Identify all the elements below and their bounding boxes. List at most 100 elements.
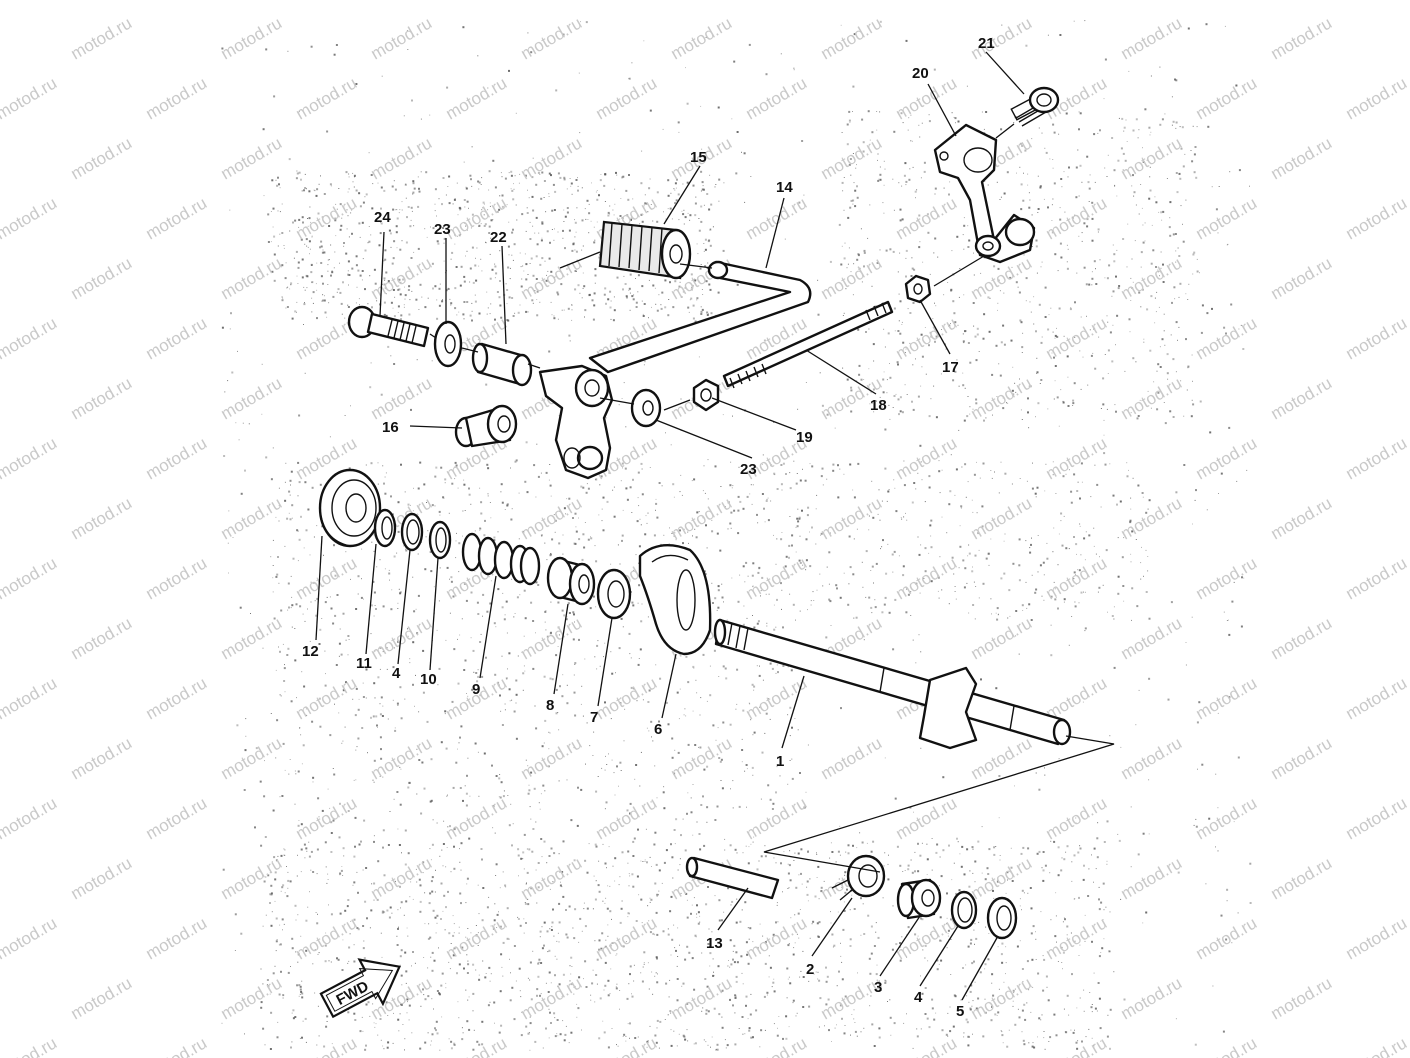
speckle-dot <box>837 911 839 913</box>
speckle-dot <box>365 668 368 671</box>
speckle-dot <box>340 869 343 872</box>
speckle-dot <box>1098 908 1101 911</box>
speckle-dot <box>1034 492 1037 495</box>
speckle-dot <box>466 877 469 880</box>
speckle-dot <box>302 221 304 224</box>
speckle-dot <box>1100 408 1102 409</box>
speckle-dot <box>572 638 575 641</box>
speckle-dot <box>630 657 632 659</box>
speckle-dot <box>627 916 629 918</box>
speckle-dot <box>694 202 697 205</box>
speckle-dot <box>518 538 520 540</box>
speckle-dot <box>487 307 489 309</box>
speckle-dot <box>1117 537 1119 539</box>
speckle-dot <box>585 218 587 220</box>
speckle-dot <box>721 1026 724 1029</box>
speckle-dot <box>950 289 953 292</box>
speckle-dot <box>301 763 303 765</box>
speckle-dot <box>628 287 631 290</box>
speckle-dot <box>712 602 714 604</box>
speckle-dot <box>400 974 403 977</box>
speckle-dot <box>995 687 998 690</box>
speckle-dot <box>279 943 282 946</box>
speckle-dot <box>899 332 902 335</box>
speckle-dot <box>324 311 327 314</box>
speckle-dot <box>768 976 770 978</box>
speckle-dot <box>553 852 556 855</box>
speckle-dot <box>751 683 754 686</box>
speckle-dot <box>644 202 647 205</box>
speckle-dot <box>297 461 300 464</box>
speckle-dot <box>928 344 930 347</box>
speckle-dot <box>599 179 602 182</box>
speckle-dot <box>693 478 696 481</box>
speckle-dot <box>1231 600 1234 603</box>
speckle-dot <box>1046 557 1049 560</box>
speckle-dot <box>691 904 693 906</box>
speckle-dot <box>438 993 441 996</box>
speckle-dot <box>577 185 579 187</box>
speckle-dot <box>975 359 978 362</box>
speckle-dot <box>917 842 919 845</box>
speckle-dot <box>477 180 480 183</box>
speckle-dot <box>910 114 912 116</box>
speckle-dot <box>931 1007 934 1010</box>
speckle-dot <box>567 307 570 310</box>
speckle-dot <box>1022 1039 1025 1042</box>
speckle-dot <box>1143 341 1145 343</box>
speckle-dot <box>496 927 498 928</box>
speckle-dot <box>317 953 319 955</box>
speckle-dot <box>535 869 537 871</box>
speckle-dot <box>920 975 921 977</box>
speckle-dot <box>1169 201 1172 204</box>
speckle-dot <box>512 228 514 231</box>
speckle-dot <box>841 978 844 981</box>
speckle-dot <box>794 942 796 944</box>
speckle-dot <box>324 601 327 604</box>
speckle-dot <box>605 801 608 804</box>
speckle-dot <box>809 967 812 970</box>
speckle-dot <box>709 694 712 697</box>
speckle-dot <box>535 727 538 730</box>
speckle-dot <box>907 593 910 596</box>
speckle-dot <box>614 203 616 205</box>
speckle-dot <box>692 665 695 668</box>
speckle-dot <box>354 845 356 848</box>
speckle-dot <box>414 962 416 964</box>
speckle-dot <box>958 429 960 431</box>
speckle-dot <box>370 604 373 607</box>
speckle-dot <box>1217 850 1219 852</box>
speckle-dot <box>972 1033 973 1035</box>
speckle-dot <box>706 193 709 195</box>
speckle-dot <box>436 299 438 301</box>
speckle-dot <box>1037 972 1040 975</box>
speckle-dot <box>492 827 494 829</box>
speckle-dot <box>430 570 433 573</box>
speckle-dot <box>480 184 482 185</box>
speckle-dot <box>845 288 847 290</box>
speckle-dot <box>396 935 398 937</box>
speckle-dot <box>502 795 505 798</box>
speckle-dot <box>592 908 594 910</box>
speckle-dot <box>471 213 474 216</box>
speckle-dot <box>667 723 670 726</box>
speckle-dot <box>772 802 775 805</box>
speckle-dot <box>535 496 537 498</box>
speckle-dot <box>656 309 659 312</box>
speckle-dot <box>950 323 951 324</box>
speckle-dot <box>965 1018 968 1021</box>
speckle-dot <box>658 869 661 872</box>
speckle-dot <box>683 714 685 716</box>
speckle-dot <box>342 740 344 742</box>
speckle-dot <box>789 982 792 985</box>
speckle-dot <box>244 1033 245 1035</box>
speckle-dot <box>848 583 850 585</box>
speckle-dot <box>284 481 286 483</box>
speckle-dot <box>572 517 574 519</box>
speckle-dot <box>1067 405 1070 407</box>
speckle-dot <box>321 251 324 254</box>
speckle-dot <box>732 807 734 809</box>
speckle-dot <box>999 199 1001 200</box>
speckle-dot <box>594 545 596 547</box>
speckle-dot <box>893 130 896 133</box>
